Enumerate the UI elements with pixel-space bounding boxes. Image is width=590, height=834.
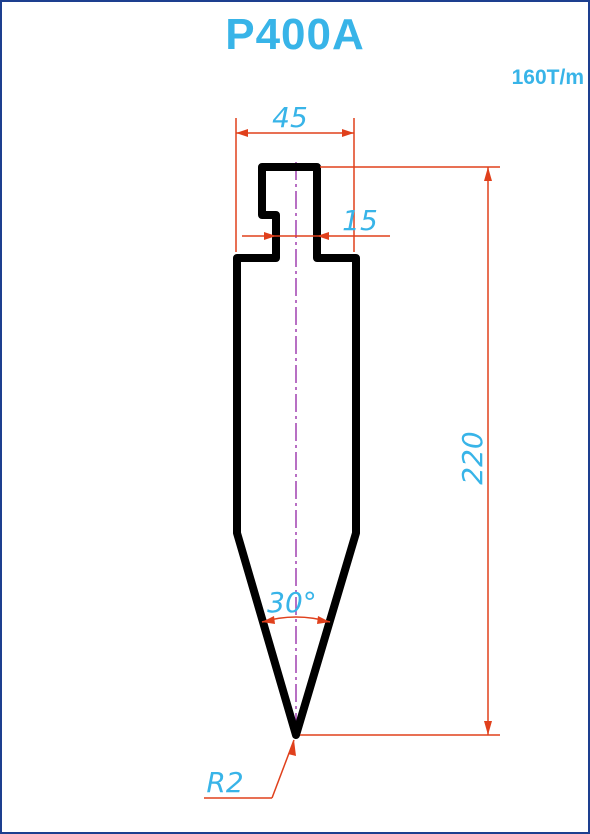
width-dimension-label: 45 [272,101,308,134]
radius-leader [204,739,296,799]
tang-dimension [242,232,390,240]
height-dimension [300,166,500,736]
height-dimension-label: 220 [456,431,489,484]
tang-dimension-label: 15 [342,204,378,237]
width-dimension [235,118,355,252]
tool-title: P400A [225,10,365,59]
angle-dimension [261,616,331,624]
tonnage-label: 160T/m [511,66,584,89]
radius-label: R2 [206,766,243,799]
angle-dimension-label: 30° [267,586,317,619]
punch-profile [233,163,360,739]
